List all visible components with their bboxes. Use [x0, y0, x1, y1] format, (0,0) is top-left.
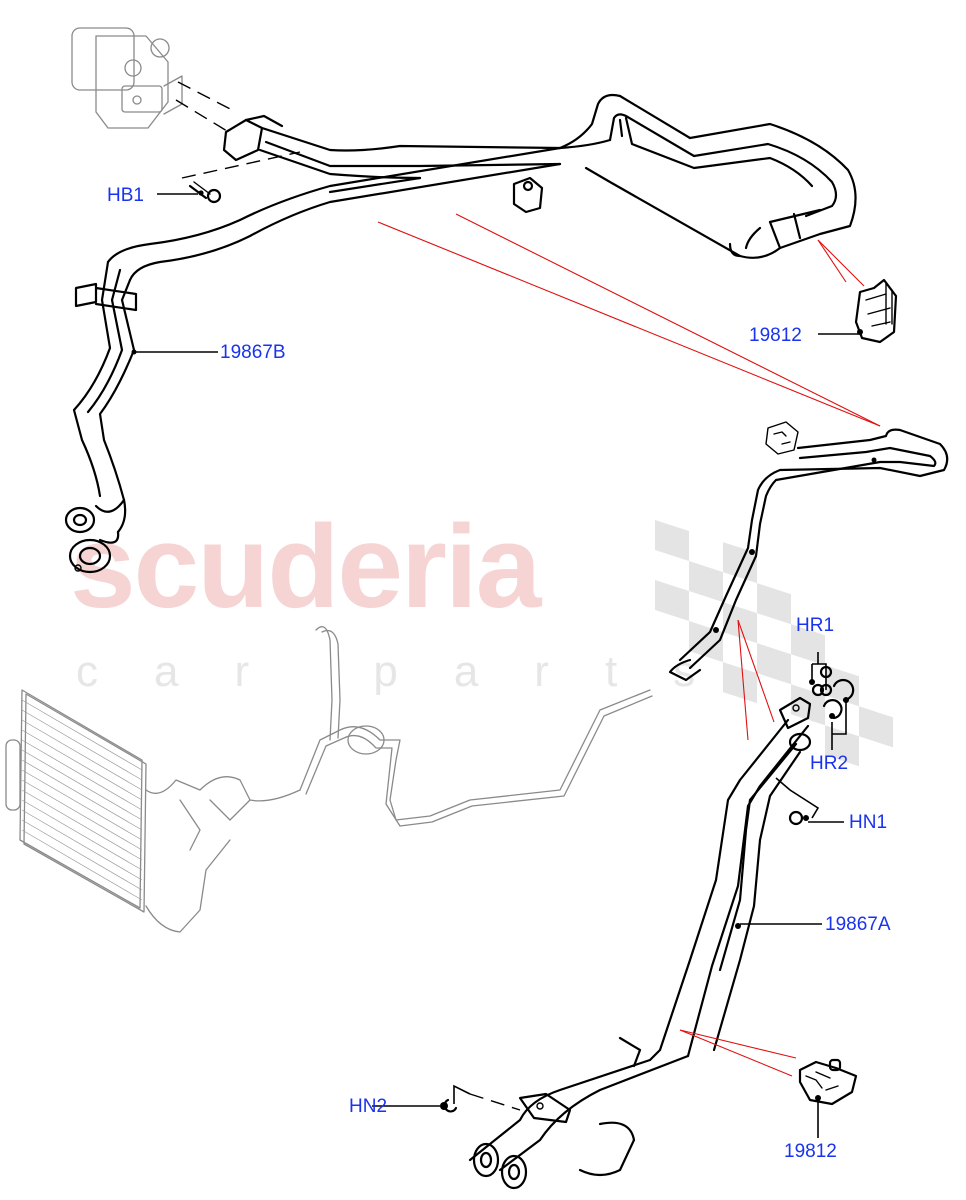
- seal-rings-hr1-hr2: [809, 652, 855, 750]
- pipe-assembly-19867a: [468, 696, 812, 1190]
- callout-hn2[interactable]: HN2: [349, 1096, 388, 1117]
- expansion-valve-ghost: [71, 27, 183, 129]
- nut-hn2: [440, 1084, 521, 1113]
- liquid-line-mid: [668, 421, 949, 682]
- reference-lines: [377, 213, 881, 1077]
- callout-hb1[interactable]: HB1: [107, 185, 144, 206]
- callout-19812-top[interactable]: 19812: [749, 325, 802, 346]
- callout-19867a[interactable]: 19867A: [825, 914, 891, 935]
- bolt-hb1: [188, 181, 222, 204]
- watermark-tagline: car parts: [76, 647, 752, 696]
- watermark-logo: scuderia: [70, 501, 541, 633]
- condenser-ghost: [5, 626, 653, 933]
- nut-hn1: [775, 777, 820, 826]
- bracket-19812-top: [854, 278, 898, 344]
- callout-19867b[interactable]: 19867B: [220, 342, 286, 363]
- bracket-19812-bottom: [798, 1058, 858, 1106]
- callout-hr1[interactable]: HR1: [796, 615, 835, 636]
- pipe-assembly-19867b: [64, 93, 857, 574]
- callout-hn1[interactable]: HN1: [849, 812, 888, 833]
- callout-hr2[interactable]: HR2: [810, 753, 849, 774]
- callout-19812-bottom[interactable]: 19812: [784, 1141, 837, 1162]
